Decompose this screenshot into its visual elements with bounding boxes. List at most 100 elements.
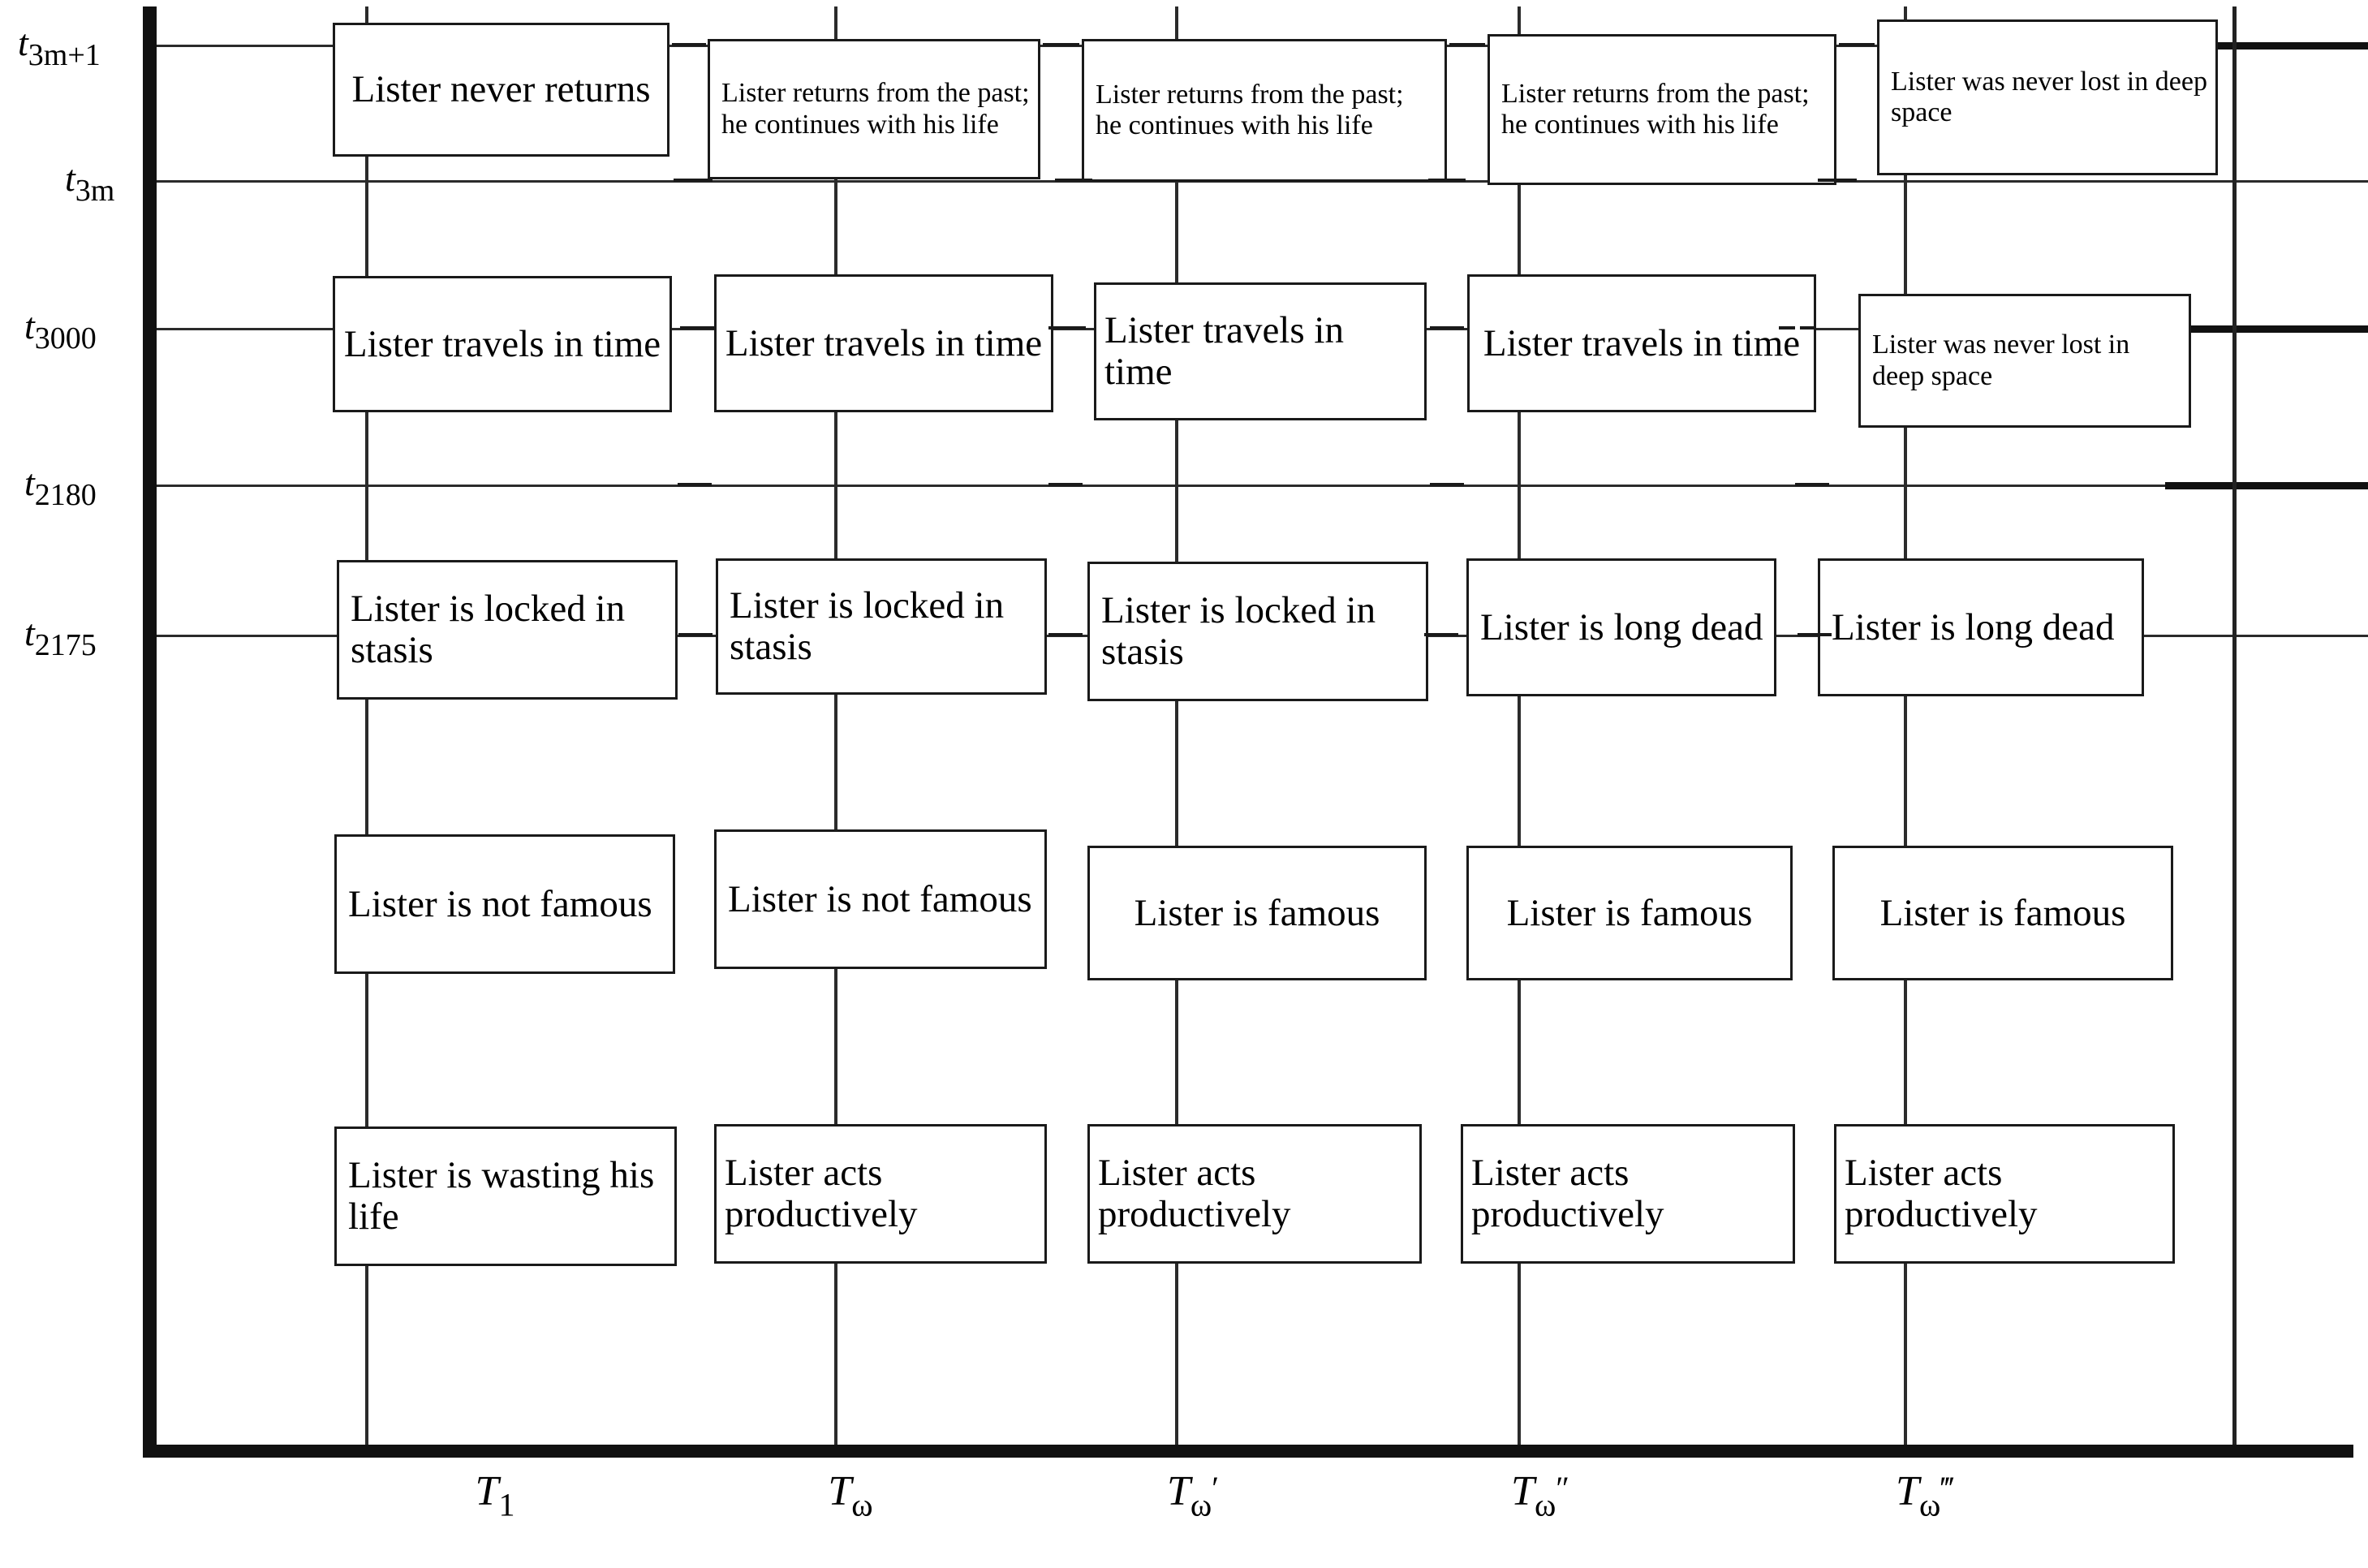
x-tick-label-2: Tω: [828, 1471, 872, 1522]
x-tick-label-4: Tω″: [1511, 1471, 1569, 1522]
state-node-label: Lister is not famous: [728, 877, 1032, 920]
link-r3-c3-c4: [1430, 326, 1464, 330]
link-r2-c3-c4: [1428, 179, 1466, 182]
state-node[interactable]: Lister is long dead: [1466, 558, 1776, 696]
y-tick-label-2: t3m: [65, 160, 115, 209]
state-node[interactable]: Lister acts productively: [1834, 1124, 2175, 1264]
y-tick-sub-5: 2175: [34, 628, 97, 663]
state-node-label: Lister acts productively: [1471, 1152, 1664, 1235]
state-node-label: Lister returns from the past; he continu…: [721, 78, 1030, 140]
link-r5-c2-c3: [1048, 633, 1083, 636]
state-node[interactable]: Lister is famous: [1832, 846, 2173, 980]
y-tick-base-3: t: [24, 305, 35, 347]
time-line-row-4: [153, 482, 2368, 489]
world-line-column-3: [1175, 6, 1178, 1450]
state-node[interactable]: Lister travels in time: [333, 276, 672, 412]
x-tick-base-3: T: [1167, 1468, 1190, 1514]
x-tick-base-4: T: [1511, 1468, 1535, 1514]
state-node[interactable]: Lister never returns: [333, 23, 669, 157]
state-node-label: Lister returns from the past; he continu…: [1096, 79, 1404, 140]
state-node[interactable]: Lister was never lost in deep space: [1858, 294, 2191, 428]
state-node[interactable]: Lister travels in time: [1094, 282, 1427, 420]
y-tick-base-5: t: [24, 612, 35, 653]
y-tick-label-4: t2180: [24, 462, 97, 511]
link-r2-c1-c2: [674, 179, 713, 182]
state-node[interactable]: Lister acts productively: [1087, 1124, 1422, 1264]
x-tick-sub-2: ω: [851, 1486, 873, 1523]
world-line-column-5: [1904, 6, 1907, 1450]
x-tick-label-3: Tω′: [1167, 1471, 1219, 1522]
state-node-label: Lister is wasting his life: [348, 1154, 655, 1238]
state-node[interactable]: Lister is locked in stasis: [337, 560, 678, 700]
state-node[interactable]: Lister is wasting his life: [334, 1126, 677, 1266]
state-node-label: Lister is locked in stasis: [730, 584, 1005, 668]
y-axis: [143, 6, 157, 1458]
link-r4-c2-c3: [1048, 483, 1083, 486]
state-node[interactable]: Lister travels in time: [714, 274, 1053, 412]
x-tick-prime-4: ″: [1556, 1469, 1569, 1506]
link-r2-c2-c3: [1055, 179, 1092, 182]
state-node[interactable]: Lister travels in time: [1467, 274, 1816, 412]
x-tick-base-1: T: [475, 1468, 499, 1514]
link-r5-c3-c4: [1424, 633, 1458, 636]
state-node[interactable]: Lister is not famous: [714, 829, 1047, 969]
state-node[interactable]: Lister is locked in stasis: [1087, 562, 1428, 701]
link-r3-c4-c5-a: [1779, 326, 1795, 330]
link-r4-c1-c2: [678, 483, 712, 486]
x-tick-sub-1: 1: [498, 1486, 515, 1523]
state-node-label: Lister was never lost in deep space: [1891, 66, 2207, 127]
x-tick-base-5: T: [1896, 1468, 1919, 1514]
y-tick-label-3: t3000: [24, 305, 97, 355]
state-node-label: Lister was never lost in deep space: [1872, 330, 2130, 391]
link-r4-c3-c4: [1430, 483, 1464, 486]
state-node-label: Lister is long dead: [1480, 605, 1763, 648]
link-r1-c1-c2: [672, 43, 706, 46]
y-tick-base-4: t: [24, 462, 35, 503]
state-node-label: Lister travels in time: [343, 322, 661, 365]
world-line-column-6: [2232, 6, 2237, 1450]
link-r1-c3-c4: [1449, 43, 1485, 46]
state-node-label: Lister is locked in stasis: [1101, 589, 1376, 673]
state-node-label: Lister is long dead: [1832, 605, 2115, 648]
state-node[interactable]: Lister acts productively: [1461, 1124, 1795, 1264]
state-node-label: Lister acts productively: [1845, 1152, 2038, 1235]
state-node-label: Lister acts productively: [725, 1152, 918, 1235]
x-tick-sub-4: ω: [1534, 1486, 1556, 1523]
state-node-label: Lister never returns: [351, 68, 651, 111]
x-tick-sub-3: ω: [1190, 1486, 1212, 1523]
x-tick-base-2: T: [828, 1468, 852, 1514]
state-node[interactable]: Lister is famous: [1087, 846, 1427, 980]
y-tick-base-1: t: [18, 22, 28, 63]
link-r3-c4-c5-b: [1800, 326, 1816, 330]
x-tick-sub-5: ω: [1918, 1486, 1941, 1523]
y-tick-label-5: t2175: [24, 614, 97, 661]
y-tick-sub-2: 3m: [75, 174, 115, 209]
state-node[interactable]: Lister acts productively: [714, 1124, 1047, 1264]
link-r3-c1-c2: [680, 326, 714, 330]
state-node-label: Lister travels in time: [725, 321, 1043, 364]
link-r5-c1-c2: [678, 633, 713, 636]
state-node-label: Lister is not famous: [348, 882, 652, 925]
x-tick-prime-3: ′: [1212, 1469, 1219, 1506]
link-r4-c4-c5: [1795, 483, 1829, 486]
state-node[interactable]: Lister is locked in stasis: [716, 558, 1047, 695]
state-node-label: Lister travels in time: [1483, 321, 1801, 364]
link-r3-c2-c3: [1048, 326, 1086, 330]
state-node[interactable]: Lister is not famous: [334, 834, 675, 974]
state-node-label: Lister is locked in stasis: [351, 588, 626, 671]
state-node[interactable]: Lister returns from the past; he continu…: [708, 39, 1040, 179]
link-r1-c2-c3: [1043, 43, 1079, 46]
state-node-label: Lister travels in time: [1104, 309, 1344, 393]
state-node[interactable]: Lister is famous: [1466, 846, 1793, 980]
world-line-column-1: [365, 6, 368, 1450]
y-tick-sub-1: 3m+1: [28, 38, 101, 73]
state-node-label: Lister returns from the past; he continu…: [1501, 78, 1810, 140]
state-node[interactable]: Lister returns from the past; he continu…: [1488, 34, 1836, 185]
state-node[interactable]: Lister returns from the past; he continu…: [1082, 39, 1447, 182]
y-tick-label-1: t3m+1: [18, 24, 101, 71]
state-node[interactable]: Lister is long dead: [1818, 558, 2144, 696]
world-line-column-4: [1518, 6, 1521, 1450]
x-axis: [143, 1445, 2353, 1458]
state-node[interactable]: Lister was never lost in deep space: [1877, 19, 2218, 175]
x-tick-prime-5: ‴: [1940, 1469, 1954, 1506]
